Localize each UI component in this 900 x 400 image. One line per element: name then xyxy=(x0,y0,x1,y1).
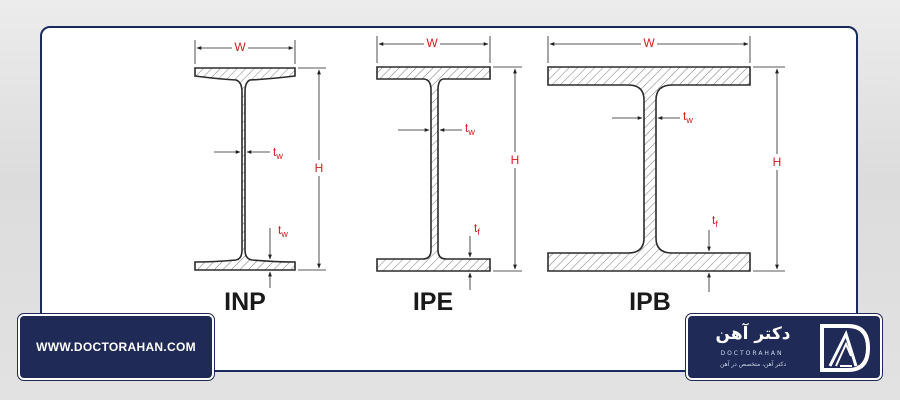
ipe-width-label: W xyxy=(426,36,438,50)
ipe-height-label: H xyxy=(511,153,520,167)
ipb-width-label: W xyxy=(643,36,655,50)
inp-flange-thickness-label: tw xyxy=(278,223,288,239)
ipe-flange-thickness-label: tf xyxy=(474,221,480,237)
ipb-beam-shape xyxy=(547,66,751,272)
inp-section: W H tw tw INP xyxy=(194,40,326,316)
ipe-section: W H tw tf IPE xyxy=(376,36,522,316)
brand-logo-badge: دکتر آهن DOCTORAHAN دکتر آهن، متخصص در آ… xyxy=(685,313,883,381)
ipb-flange-thickness-label: tf xyxy=(712,213,718,229)
inp-label: INP xyxy=(224,288,266,316)
inp-width-label: W xyxy=(234,40,246,54)
ipe-beam-shape xyxy=(376,66,491,272)
inp-height-label: H xyxy=(315,161,324,175)
logo-tagline: دکتر آهن، متخصص در آهن xyxy=(719,361,787,368)
ipe-web-thickness-label: tw xyxy=(465,121,475,137)
website-url[interactable]: WWW.DOCTORAHAN.COM xyxy=(36,340,196,354)
inp-beam-shape xyxy=(194,67,296,271)
ipb-label: IPB xyxy=(629,288,671,316)
ipb-height-label: H xyxy=(773,155,782,169)
logo-title: دکتر آهن xyxy=(715,324,791,344)
website-badge[interactable]: WWW.DOCTORAHAN.COM xyxy=(17,313,215,381)
logo-subtitle: DOCTORAHAN xyxy=(720,350,784,357)
inp-web-thickness-label: tw xyxy=(273,145,283,161)
ipb-section: W H tw tf IPB xyxy=(547,36,785,316)
ipe-label: IPE xyxy=(413,288,453,316)
logo-mark-icon xyxy=(820,324,871,372)
ipb-web-thickness-label: tw xyxy=(683,109,693,125)
